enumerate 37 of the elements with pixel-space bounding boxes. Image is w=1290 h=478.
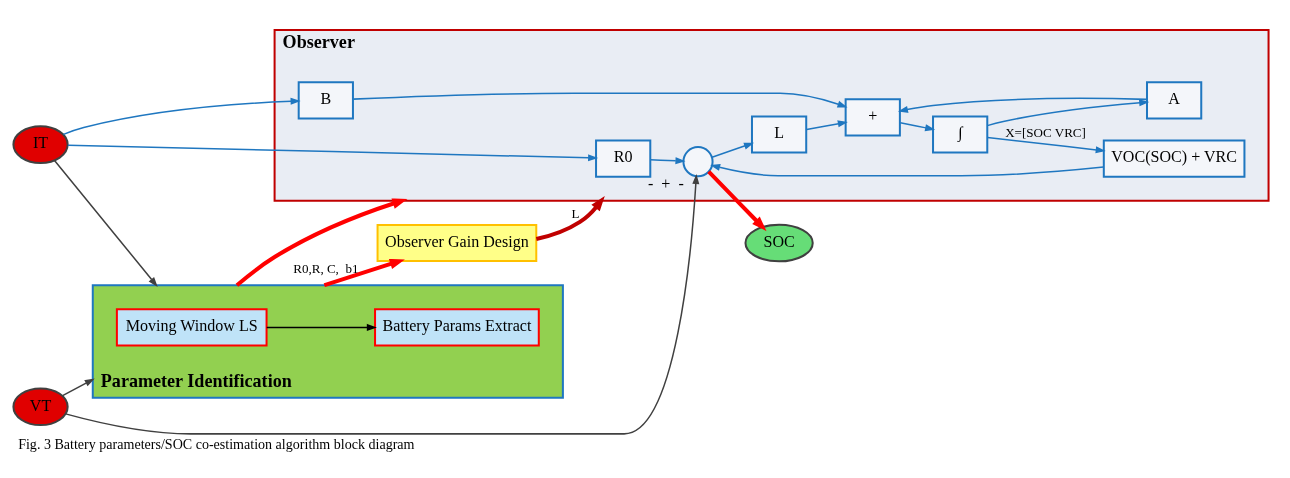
arrow: [235, 198, 408, 287]
node-circle: [682, 145, 714, 177]
node-box: +: [844, 97, 901, 137]
arrow: [535, 195, 605, 241]
node-box: B: [297, 80, 354, 119]
arrow: [67, 143, 599, 161]
node-box: ∫: [932, 114, 989, 154]
node-box: Battery Params Extract: [374, 307, 540, 346]
arrow: [352, 92, 848, 107]
caption: Fig. 3 Battery parameters/SOC co-estimation algorithm block diagram: [18, 435, 415, 452]
node-ellipse: SOC: [744, 223, 814, 262]
arrow: [805, 119, 848, 130]
arrow: [986, 98, 1150, 126]
edge-label: X=[SOC VRC]: [1005, 124, 1086, 140]
arrow: [61, 377, 95, 396]
arrow: [53, 159, 158, 287]
arrow: [899, 121, 936, 131]
arrow: [649, 156, 686, 164]
node-box: Observer Gain Design: [376, 223, 538, 262]
arrow: [266, 323, 377, 331]
node-box: L: [750, 114, 808, 154]
edge-label: R0,R, C, b1: [293, 260, 359, 276]
node-box: A: [1146, 80, 1203, 119]
arrow: [897, 97, 1148, 113]
edge-label: L: [571, 205, 580, 221]
arrow: [707, 169, 767, 231]
arrow: [710, 163, 1105, 176]
node-box: VOC(SOC) + VRC: [1102, 139, 1246, 178]
arrow: [64, 173, 700, 435]
arrow: [711, 142, 755, 158]
arrow: [62, 97, 301, 135]
node-box: R0: [595, 139, 652, 178]
node-box: Moving Window LS: [115, 307, 268, 346]
arrow: [986, 136, 1106, 153]
node-ellipse: VT: [12, 386, 69, 426]
node-ellipse: IT: [12, 124, 69, 164]
arrow: [323, 258, 405, 287]
